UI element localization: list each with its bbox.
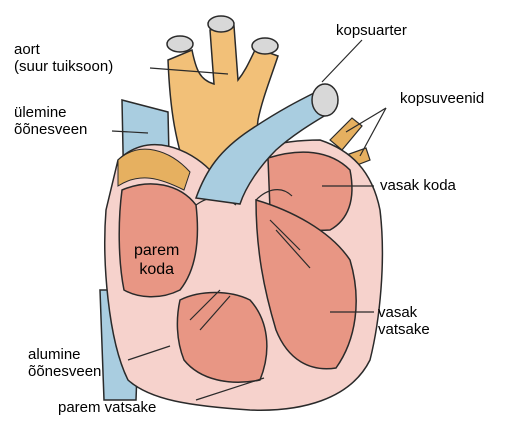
label-parem-vatsake: parem vatsake <box>58 399 157 416</box>
leader-lines <box>111 39 387 401</box>
line-parem-vatsake <box>195 377 265 401</box>
epicardial-fat <box>117 148 191 191</box>
aorta-branch-3-opening <box>251 37 279 55</box>
aorta-branch-2-opening <box>207 15 235 33</box>
label-kopsuarter: kopsuarter <box>336 22 407 39</box>
pulmonary-artery-opening <box>311 83 339 117</box>
right-ventricle-chamber <box>176 291 268 383</box>
label-kopsuveenid: kopsuveenid <box>400 90 485 107</box>
label-vasak-koda: vasak koda <box>380 177 456 194</box>
line-aort <box>149 67 229 75</box>
line-kopsuarter <box>321 39 363 83</box>
line-ylemine <box>111 130 149 134</box>
line-kopsuveenid-1 <box>345 107 387 133</box>
line-alumine <box>127 345 171 361</box>
right-atrium-chamber <box>118 183 199 298</box>
label-parem-koda: parem koda <box>134 242 180 278</box>
pulmonary-vein-upper <box>329 117 363 151</box>
label-vasak-vatsake: vasak vatsake <box>378 304 430 338</box>
aorta-branch-1-opening <box>166 35 194 53</box>
label-aort: aort (suur tuiksoon) <box>14 41 114 75</box>
label-ylemine-oonesveen: ülemine õõnesveen <box>14 104 88 138</box>
left-ventricle-chamber <box>255 198 357 370</box>
label-alumine-oonesveen: alumine õõnesveen <box>28 346 102 380</box>
line-kopsuveenid-2 <box>359 107 387 157</box>
